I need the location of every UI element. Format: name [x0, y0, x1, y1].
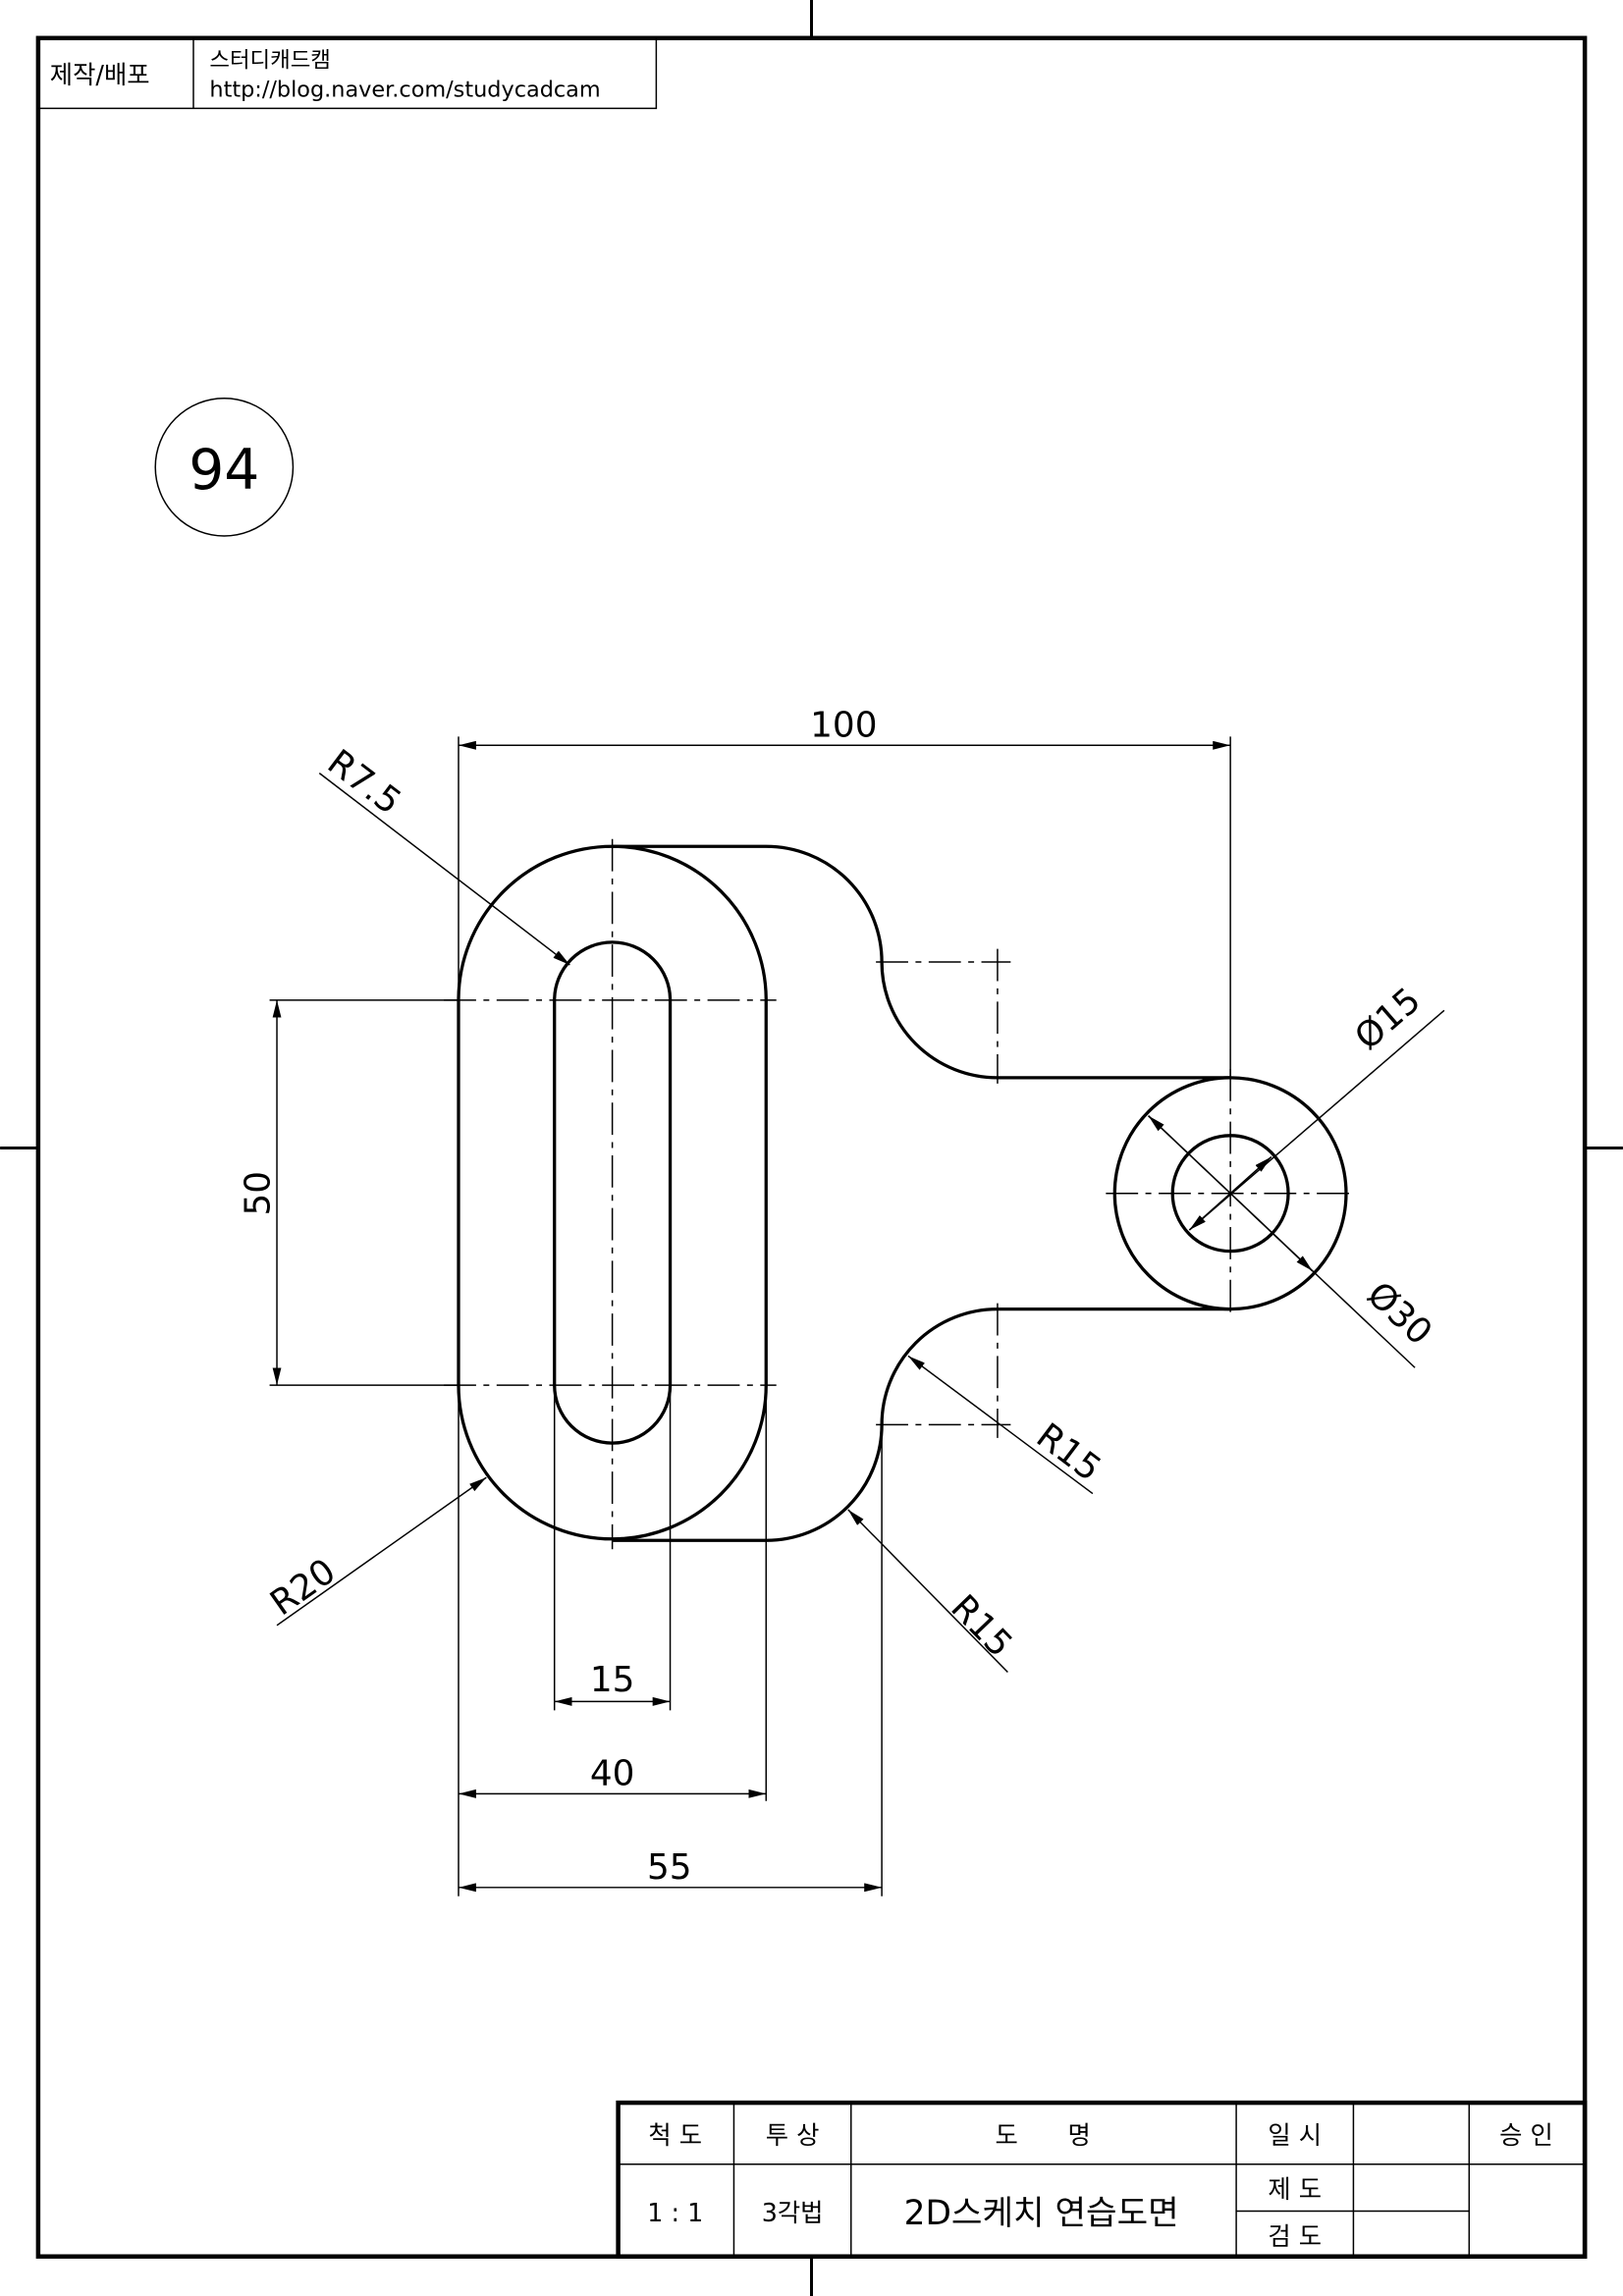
dimension-labels: 100 50 15 40 55 R7.5 R20 R15 R15 Ø15 Ø30	[239, 705, 1440, 1888]
dim-40: 40	[590, 1753, 635, 1793]
dim-phi30: Ø30	[1359, 1274, 1439, 1353]
dim-15: 15	[590, 1660, 635, 1700]
scale-label: 척 도	[648, 2120, 702, 2150]
svg-text:94: 94	[189, 438, 259, 503]
approval-label: 승 인	[1499, 2120, 1553, 2150]
checked-label: 검 도	[1268, 2221, 1322, 2251]
date-label: 일 시	[1268, 2120, 1322, 2150]
dim-r15-upper: R15	[1029, 1415, 1109, 1489]
projection-label: 투 상	[766, 2120, 820, 2150]
border-frame	[35, 35, 1588, 2259]
drawn-label: 제 도	[1268, 2174, 1322, 2204]
dim-r7-5: R7.5	[320, 742, 408, 823]
author-name: 스터디캐드캠	[209, 48, 330, 74]
dim-r15-lower: R15	[943, 1587, 1019, 1665]
projection-value: 3각법	[762, 2198, 824, 2227]
author-block: 제작/배포 스터디캐드캠 http://blog.naver.com/study…	[37, 37, 658, 110]
dim-r20: R20	[263, 1551, 343, 1624]
center-lines	[444, 838, 1355, 1550]
dimension-lines	[269, 736, 1445, 1896]
problem-number-badge: 94	[154, 397, 295, 537]
scale-value: 1 : 1	[647, 2198, 703, 2227]
dim-phi15: Ø15	[1347, 981, 1429, 1058]
author-url[interactable]: http://blog.naver.com/studycadcam	[209, 77, 600, 102]
title-block: 척 도 투 상 도 명 일 시 승 인 1 : 1 3각법 제 도 검 도 2D…	[616, 2100, 1588, 2259]
dim-55: 55	[647, 1847, 692, 1888]
drawing-name: 2D스케치 연습도면	[904, 2194, 1179, 2233]
dim-100: 100	[810, 705, 877, 745]
dim-50: 50	[239, 1171, 279, 1216]
name-label: 도 명	[996, 2120, 1091, 2150]
author-label: 제작/배포	[50, 60, 150, 89]
